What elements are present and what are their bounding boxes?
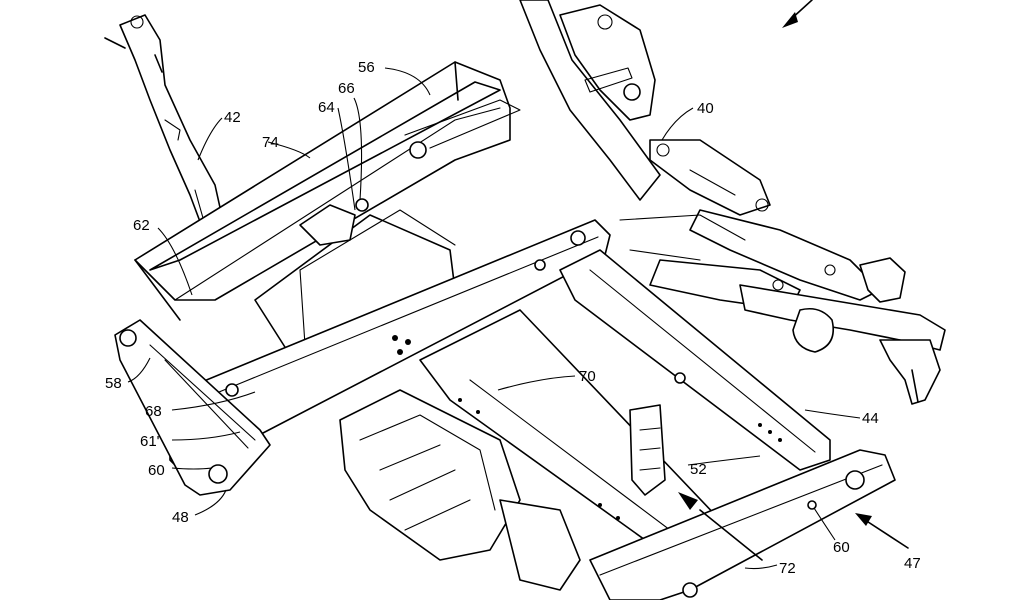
ref-52: 52	[690, 461, 707, 478]
ref-58: 58	[105, 375, 122, 392]
ref-47: 47	[904, 555, 921, 572]
right-linkage-assembly	[519, 0, 946, 405]
right-side-rail	[559, 249, 831, 471]
ref-70: 70	[579, 368, 596, 385]
ref-60b: 60	[833, 539, 850, 556]
ref-74: 74	[262, 134, 279, 151]
leader-lines	[127, 67, 861, 570]
left-linkage-assembly	[104, 14, 226, 236]
ref-64: 64	[318, 99, 335, 116]
seat-box-frame	[134, 61, 521, 356]
ref-68: 68	[145, 403, 162, 420]
ref-48: 48	[172, 509, 189, 526]
drive-motor-assembly	[339, 389, 666, 591]
ref-60a: 60	[148, 462, 165, 479]
ref-62: 62	[133, 217, 150, 234]
reference-labels: 40 42 44 47 48 52 56 58 60 60 61' 62 64 …	[105, 59, 921, 577]
rear-cross-bar	[589, 449, 896, 600]
ref-44: 44	[862, 410, 879, 427]
ref-61: 61'	[140, 433, 160, 450]
ref-40: 40	[697, 100, 714, 117]
arrow-47	[861, 517, 909, 549]
ref-66: 66	[338, 80, 355, 97]
ref-56: 56	[358, 59, 375, 76]
arrows	[678, 0, 909, 561]
arrow-72	[699, 509, 763, 561]
ref-42: 42	[224, 109, 241, 126]
ref-72: 72	[779, 560, 796, 577]
